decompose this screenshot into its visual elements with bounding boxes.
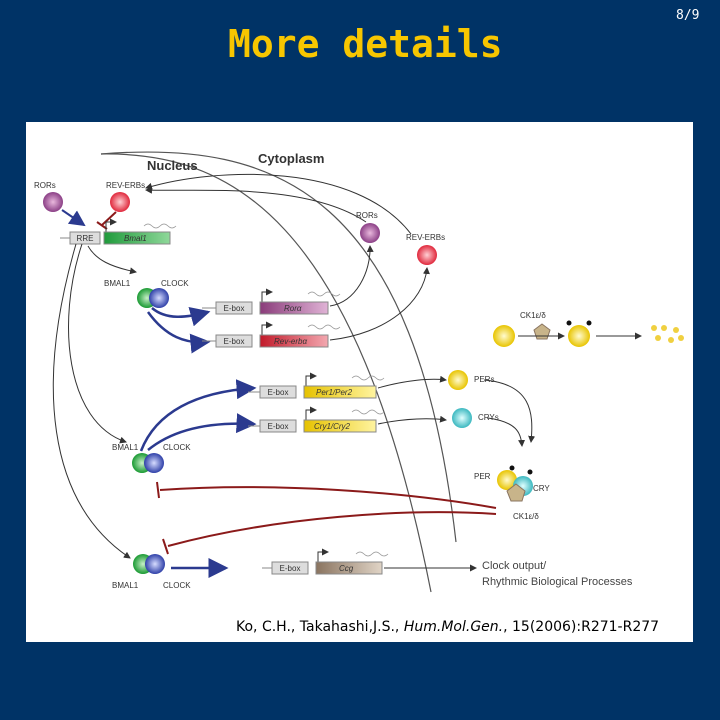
bmal1-translation-arrow-1 xyxy=(88,246,136,272)
bmal1-label-1: BMAL1 xyxy=(104,279,131,288)
ror-translation-arrow xyxy=(330,246,370,306)
cry-complex-label: CRY xyxy=(533,484,550,493)
pers-protein xyxy=(448,370,468,390)
bmal1-translation-arrow-3 xyxy=(53,244,130,558)
bmal1-label-3: BMAL1 xyxy=(112,581,139,590)
ebox-reverb-label: E-box xyxy=(224,337,245,346)
ebox-cry-label: E-box xyxy=(268,422,289,431)
page-number: 8/9 xyxy=(676,8,699,23)
slide-title: More details xyxy=(228,22,503,66)
bmal1-gene-label: Bmal1 xyxy=(124,234,147,243)
pers-label: PERs xyxy=(474,375,494,384)
diagram-panel: Nucleus Cytoplasm RORs REV-ERBs RRE Bmal… xyxy=(26,122,693,642)
clock-label-1: CLOCK xyxy=(161,279,189,288)
rev-erbs-inhibition xyxy=(102,212,116,225)
clock-label-2: CLOCK xyxy=(163,443,191,452)
ebox-ror-label: E-box xyxy=(224,304,245,313)
per-gene-label: Per1/Per2 xyxy=(316,388,353,397)
reverb-gene-label: Rev-erbα xyxy=(274,337,307,346)
ck1-label: CK1ε/δ xyxy=(520,311,546,320)
rors-left-protein xyxy=(43,192,63,212)
rors-right-protein xyxy=(360,223,380,243)
bmal1-translation-arrow-2 xyxy=(69,244,126,442)
per-cry-inhibition-2 xyxy=(168,512,496,546)
citation: Ko, C.H., Takahashi,J.S., Hum.Mol.Gen., … xyxy=(236,619,659,635)
reverb-translation-arrow xyxy=(330,268,427,340)
output-label-line1: Clock output/ xyxy=(482,560,547,572)
cry-gene-label: Cry1/Cry2 xyxy=(314,422,351,431)
rors-right-label: RORs xyxy=(356,211,378,220)
output-label-line2: Rhythmic Biological Processes xyxy=(482,576,633,588)
rre-label: RRE xyxy=(77,234,94,243)
cytoplasm-label: Cytoplasm xyxy=(258,151,324,166)
pers-to-complex-arrow xyxy=(484,380,532,442)
rev-erbs-right-label: REV-ERBs xyxy=(406,233,445,242)
rev-erbs-right-protein xyxy=(417,245,437,265)
per-translation-arrow xyxy=(378,379,446,388)
activation-arrow-ror xyxy=(152,308,208,317)
crys-protein xyxy=(452,408,472,428)
phosphorylated-per xyxy=(568,325,590,347)
clock-protein-2 xyxy=(144,453,164,473)
degraded-fragments xyxy=(651,325,657,331)
rors-left-label: RORs xyxy=(34,181,56,190)
ror-gene-label: Rorα xyxy=(284,304,302,313)
per-cry-inhibition-1 xyxy=(160,487,496,508)
ck1-complex-label: CK1ε/δ xyxy=(513,512,539,521)
ebox-ccg-label: E-box xyxy=(280,564,301,573)
rors-activation-arrow xyxy=(62,210,84,225)
citation-authors: Ko, C.H., Takahashi,J.S., xyxy=(236,619,404,635)
rev-erbs-left-label: REV-ERBs xyxy=(106,181,145,190)
ebox-per-label: E-box xyxy=(268,388,289,397)
ck1-kinase xyxy=(534,324,550,339)
mrna-wave xyxy=(144,224,176,228)
clock-protein-3 xyxy=(145,554,165,574)
crys-label: CRYs xyxy=(478,413,499,422)
ccg-gene-label: Ccg xyxy=(339,564,354,573)
per-complex-label: PER xyxy=(474,472,491,481)
bmal1-label-2: BMAL1 xyxy=(112,443,139,452)
clock-protein-1 xyxy=(149,288,169,308)
per-protein-substrate xyxy=(493,325,515,347)
rev-erbs-left-protein xyxy=(110,192,130,212)
nucleus-label: Nucleus xyxy=(147,158,198,173)
rors-nuclear-import-arrow xyxy=(146,190,366,222)
citation-ref: , 15(2006):R271-R277 xyxy=(503,619,659,635)
clock-label-3: CLOCK xyxy=(163,581,191,590)
crys-to-complex-arrow xyxy=(488,418,522,446)
clock-pathway-diagram: Nucleus Cytoplasm RORs REV-ERBs RRE Bmal… xyxy=(26,122,693,642)
citation-journal: Hum.Mol.Gen. xyxy=(404,619,503,635)
